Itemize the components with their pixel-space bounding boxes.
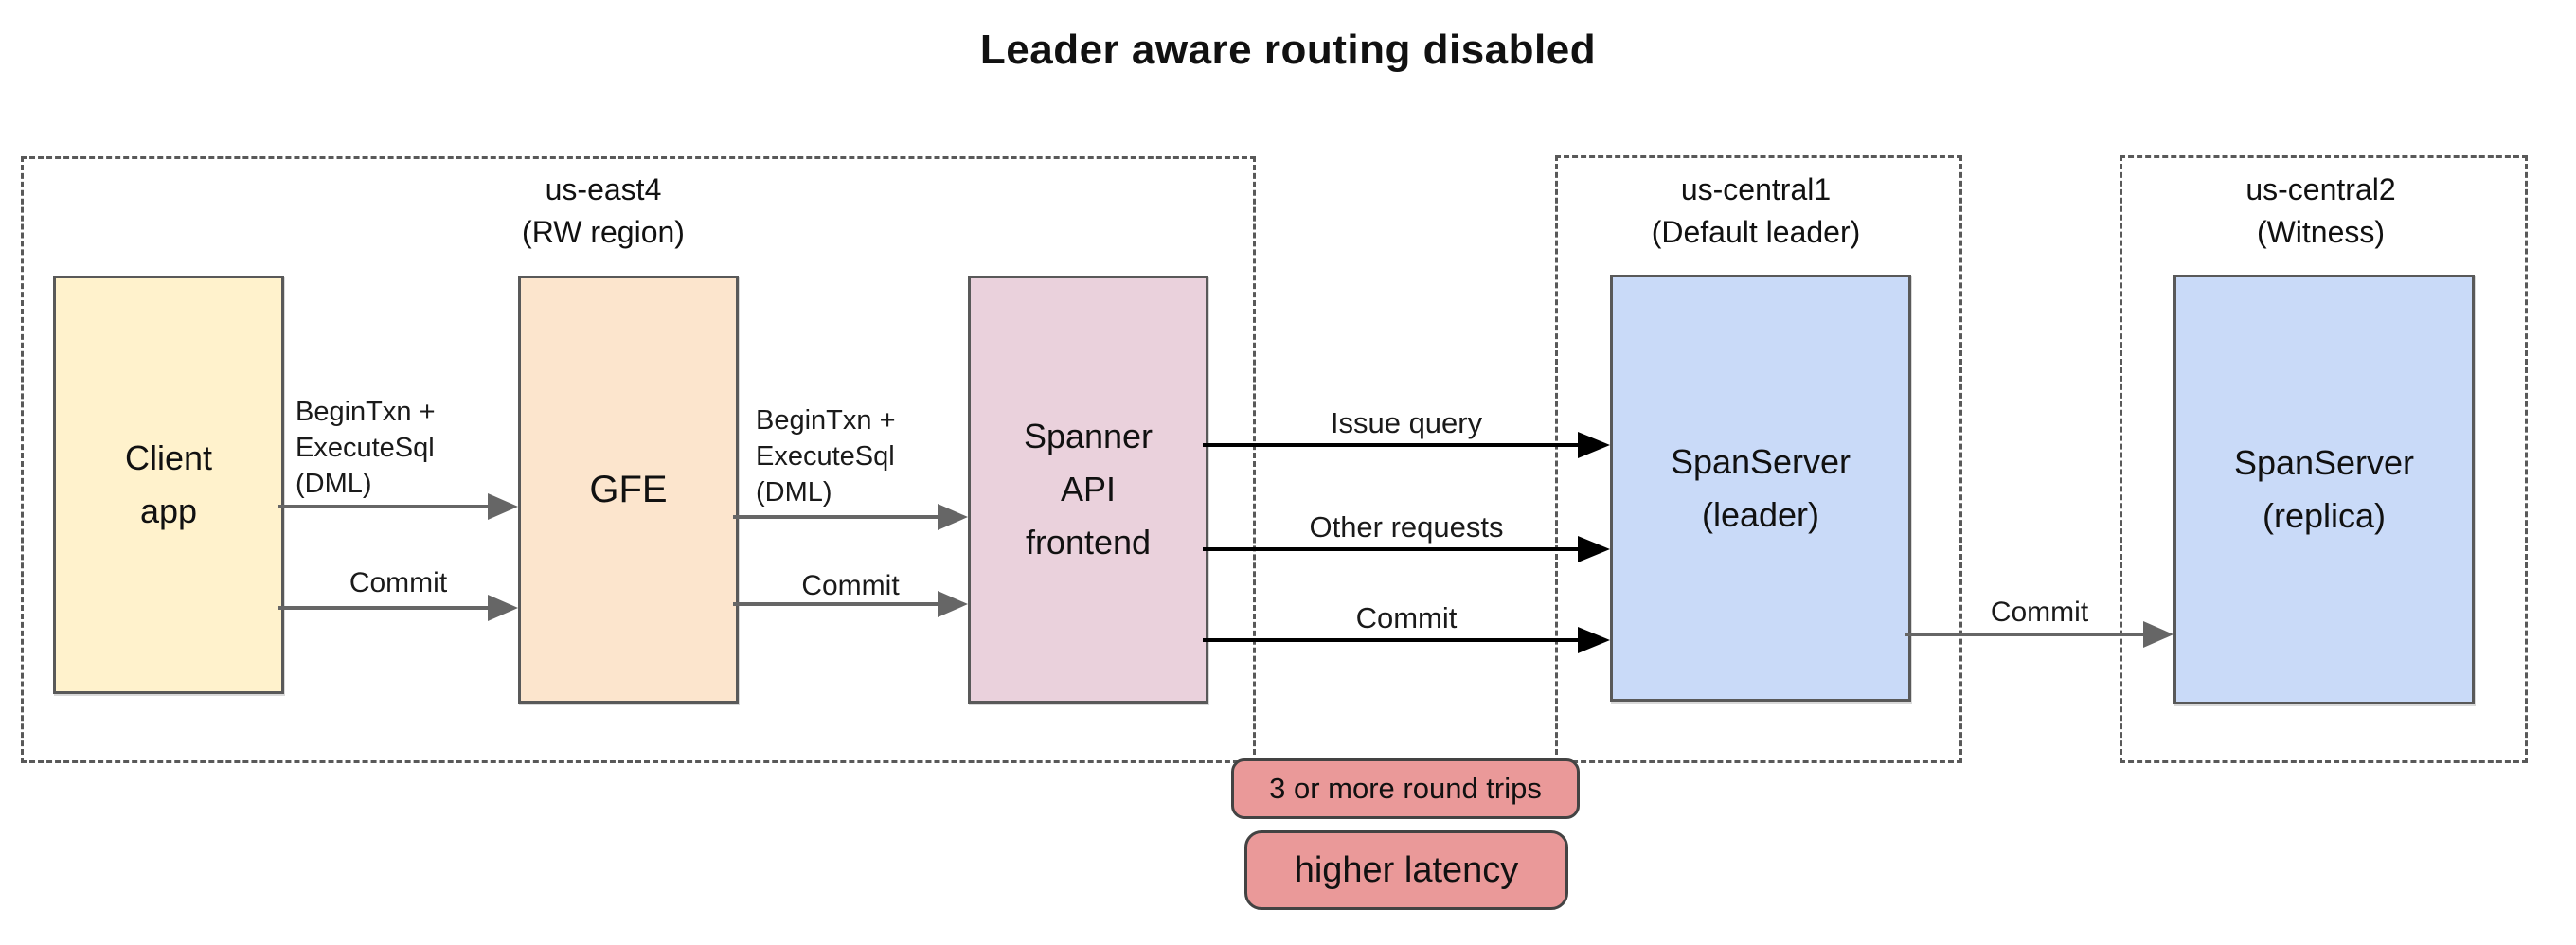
node-label-line: app	[139, 491, 198, 530]
edge-label-line: BeginTxn +	[756, 405, 896, 436]
arrow-head-icon	[488, 595, 518, 621]
arrow-head-icon	[2143, 621, 2174, 648]
arrow-head-icon	[1578, 627, 1610, 653]
region-name: us-east4	[545, 172, 662, 206]
edge-label-other-requests: Other requests	[1309, 510, 1504, 544]
region-us-east4-label: us-east4 (RW region)	[21, 169, 1186, 254]
node-label-line: API	[1060, 470, 1117, 508]
node-label-line: (leader)	[1701, 494, 1820, 534]
region-us-east4	[21, 156, 1256, 763]
node-label-line: Client	[124, 438, 213, 477]
arrow-head-icon	[1578, 432, 1610, 458]
arrow-shaft	[1203, 547, 1589, 551]
edge-label-begintxn-gfe-frontend: BeginTxn + ExecuteSql (DML)	[756, 402, 896, 510]
edge-label-line: (DML)	[756, 477, 832, 508]
region-name: us-central2	[2245, 172, 2396, 206]
edge-label-line: BeginTxn +	[295, 397, 436, 427]
node-label-line: SpanServer	[1670, 441, 1852, 481]
arrow-shaft	[278, 505, 497, 508]
edge-label-commit-frontend-leader: Commit	[1355, 601, 1458, 634]
edge-label-commit-gfe-frontend: Commit	[801, 570, 900, 601]
edge-label-commit-leader-replica: Commit	[1990, 597, 2089, 628]
region-subtitle: (Witness)	[2256, 215, 2386, 249]
arrow-head-icon	[1578, 536, 1610, 562]
region-us-central2-label: us-central2 (Witness)	[2120, 169, 2522, 254]
arrow-shaft	[1203, 638, 1589, 642]
edge-label-issue-query: Issue query	[1330, 406, 1483, 439]
region-subtitle: (RW region)	[522, 215, 685, 249]
node-label-line: GFE	[589, 469, 668, 510]
node-label-line: SpanServer	[2233, 443, 2415, 482]
diagram-title: Leader aware routing disabled	[979, 27, 1597, 73]
node-gfe: GFE	[518, 276, 739, 704]
arrow-shaft	[733, 515, 947, 519]
node-label-line: frontend	[1025, 523, 1152, 562]
region-subtitle: (Default leader)	[1651, 215, 1861, 249]
arrow-head-icon	[488, 493, 518, 520]
arrow-head-icon	[938, 504, 968, 530]
node-label-line: (replica)	[2262, 496, 2387, 535]
arrow-shaft	[1905, 633, 2153, 636]
edge-label-line: ExecuteSql	[295, 433, 435, 463]
edge-label-begintxn-client-gfe: BeginTxn + ExecuteSql (DML)	[295, 394, 436, 502]
region-us-central2	[2120, 155, 2528, 763]
arrow-shaft	[278, 606, 497, 610]
region-us-central1-label: us-central1 (Default leader)	[1555, 169, 1957, 254]
node-spanserver-replica: SpanServer (replica)	[2174, 275, 2475, 704]
region-name: us-central1	[1680, 172, 1832, 206]
arrow-shaft	[1203, 443, 1589, 447]
arrow-head-icon	[938, 591, 968, 617]
node-spanner-api-frontend: Spanner API frontend	[968, 276, 1208, 704]
node-label-line: Spanner	[1023, 417, 1154, 455]
edge-label-line: ExecuteSql	[756, 441, 895, 472]
edge-label-commit-client-gfe: Commit	[349, 567, 448, 598]
arrow-shaft	[733, 602, 947, 606]
badge-round-trips: 3 or more round trips	[1231, 758, 1580, 819]
node-spanserver-leader: SpanServer (leader)	[1610, 275, 1911, 702]
badge-higher-latency: higher latency	[1244, 830, 1568, 910]
edge-label-line: (DML)	[295, 469, 372, 499]
node-client-app: Client app	[53, 276, 284, 694]
region-us-central1	[1555, 155, 1962, 763]
